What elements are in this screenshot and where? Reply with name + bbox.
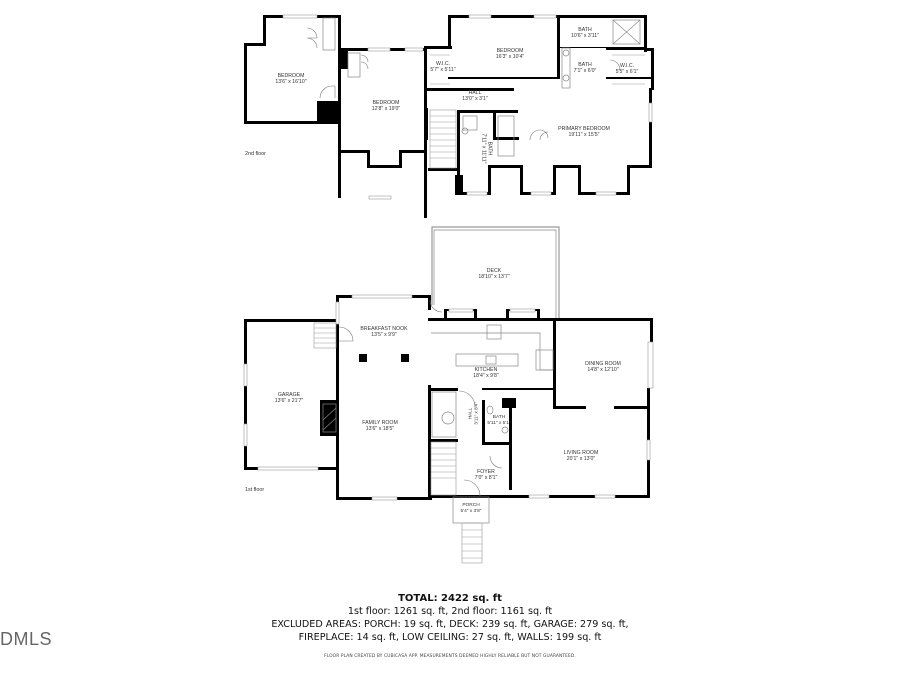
room-name: BEDROOM	[496, 48, 524, 54]
room-dims: 20'1" x 13'0"	[566, 456, 596, 463]
room-dims: 5'11" x 5'1"	[487, 421, 511, 427]
room-dining-room: DINING ROOM 14'8" x 12'10"	[585, 361, 621, 374]
room-deck: DECK 18'10" x 13'7"	[478, 268, 509, 281]
room-garage: GARAGE 13'6" x 21'7"	[275, 392, 303, 405]
room-wic-right: W.I.C. 5'5" x 6'1"	[616, 63, 639, 76]
room-dims: 18'4" x 9'8"	[473, 373, 499, 380]
room-hall-1st: HALL 3'11" x 8'4"	[468, 402, 481, 424]
room-dims: 13'6" x 21'7"	[274, 398, 304, 405]
room-name: BATH	[492, 415, 506, 420]
room-name: BATH	[486, 141, 493, 156]
room-name: PRIMARY BEDROOM	[558, 126, 610, 132]
room-primary-bedroom: PRIMARY BEDROOM 19'11" x 15'5"	[558, 126, 610, 139]
room-porch: PORCH 5'4" x 3'8"	[461, 503, 482, 516]
first-floor-windows	[243, 294, 654, 501]
room-living-room: LIVING ROOM 20'1" x 13'0"	[564, 450, 599, 463]
room-name: BATH	[578, 27, 592, 33]
total-area: TOTAL: 2422 sq. ft	[398, 593, 502, 604]
second-floor-details	[306, 17, 645, 169]
room-name: HALL	[468, 90, 482, 96]
room-foyer: FOYER 7'0" x 8'1"	[475, 469, 498, 482]
floor-areas: 1st floor: 1261 sq. ft, 2nd floor: 1161 …	[347, 606, 553, 617]
room-name: KITCHEN	[474, 367, 498, 373]
room-dims: 5'5" x 6'1"	[615, 69, 639, 76]
room-name: FAMILY ROOM	[362, 420, 398, 426]
room-dims: 13'0" x 3'1"	[462, 96, 488, 103]
room-name: BREAKFAST NOOK	[360, 326, 408, 332]
deck-outline	[431, 226, 560, 318]
room-family-room: FAMILY ROOM 13'6" x 18'5"	[362, 420, 398, 433]
first-floor-details	[313, 299, 554, 564]
room-bedroom-2c: BEDROOM 16'3" x 10'4"	[496, 48, 524, 61]
room-dims: 5'4" x 3'8"	[460, 509, 482, 515]
room-name: DINING ROOM	[585, 361, 621, 367]
room-bath-primary: BATH 7'1" x 6'0"	[574, 62, 597, 75]
room-name: FOYER	[477, 469, 495, 475]
room-name: DECK	[486, 268, 502, 274]
room-wic-left: W.I.C. 5'7" x 5'11"	[430, 61, 455, 74]
room-dims: 13'5" x 9'9"	[371, 332, 397, 339]
room-name: GARAGE	[277, 392, 301, 398]
room-name: BEDROOM	[277, 73, 305, 79]
room-dims: 7'1" x 6'0"	[573, 68, 597, 75]
room-breakfast-nook: BREAKFAST NOOK 13'5" x 9'9"	[360, 326, 407, 339]
room-dims: 10'6" x 3'11"	[570, 33, 600, 40]
room-dims: 7'11" x 11'11"	[480, 133, 486, 164]
room-dims: 19'11" x 15'5"	[568, 132, 600, 139]
second-floor-walls	[244, 15, 654, 218]
room-name: PORCH	[462, 503, 480, 508]
first-floor-walls	[244, 295, 653, 524]
room-bath-top: BATH 10'6" x 3'11"	[571, 27, 599, 40]
second-floor-windows	[282, 14, 653, 200]
room-bedroom-2a: BEDROOM 13'6" x 16'10"	[275, 73, 306, 86]
room-bedroom-2b: BEDROOM 12'8" x 19'0"	[372, 100, 400, 113]
room-dims: 12'8" x 19'0"	[371, 106, 401, 113]
room-name: LIVING ROOM	[563, 450, 599, 456]
room-name: W.I.C.	[619, 63, 635, 69]
room-dims: 3'11" x 8'4"	[474, 402, 479, 425]
room-bath-1st: BATH 5'11" x 5'1"	[487, 415, 510, 428]
room-hall-2nd: HALL 13'0" x 3'1"	[462, 90, 488, 103]
disclaimer: FLOOR PLAN CREATED BY CUBICASA APP. MEAS…	[324, 654, 576, 659]
room-dims: 13'6" x 16'10"	[275, 79, 307, 86]
room-dims: 16'3" x 10'4"	[495, 54, 525, 61]
room-name: BEDROOM	[372, 100, 400, 106]
room-dims: 5'7" x 5'11"	[430, 67, 456, 74]
room-bath-hall: BATH 7'11" x 11'11"	[480, 133, 493, 164]
excluded-areas-2: FIREPLACE: 14 sq. ft, LOW CEILING: 27 sq…	[298, 632, 602, 643]
room-dims: 7'0" x 8'1"	[474, 475, 498, 482]
room-dims: 14'8" x 12'10"	[587, 367, 619, 374]
watermark: DMLS	[0, 629, 53, 649]
room-dims: 18'10" x 13'7"	[478, 274, 510, 281]
room-name: W.I.C.	[435, 61, 451, 67]
floor-label-1st: 1st floor	[245, 487, 265, 493]
room-kitchen: KITCHEN 18'4" x 9'8"	[473, 367, 499, 380]
floor-label-2nd: 2nd floor	[245, 151, 266, 157]
room-dims: 13'6" x 18'5"	[365, 426, 395, 433]
room-name: BATH	[578, 62, 592, 68]
excluded-areas-1: EXCLUDED AREAS: PORCH: 19 sq. ft, DECK: …	[271, 619, 629, 630]
